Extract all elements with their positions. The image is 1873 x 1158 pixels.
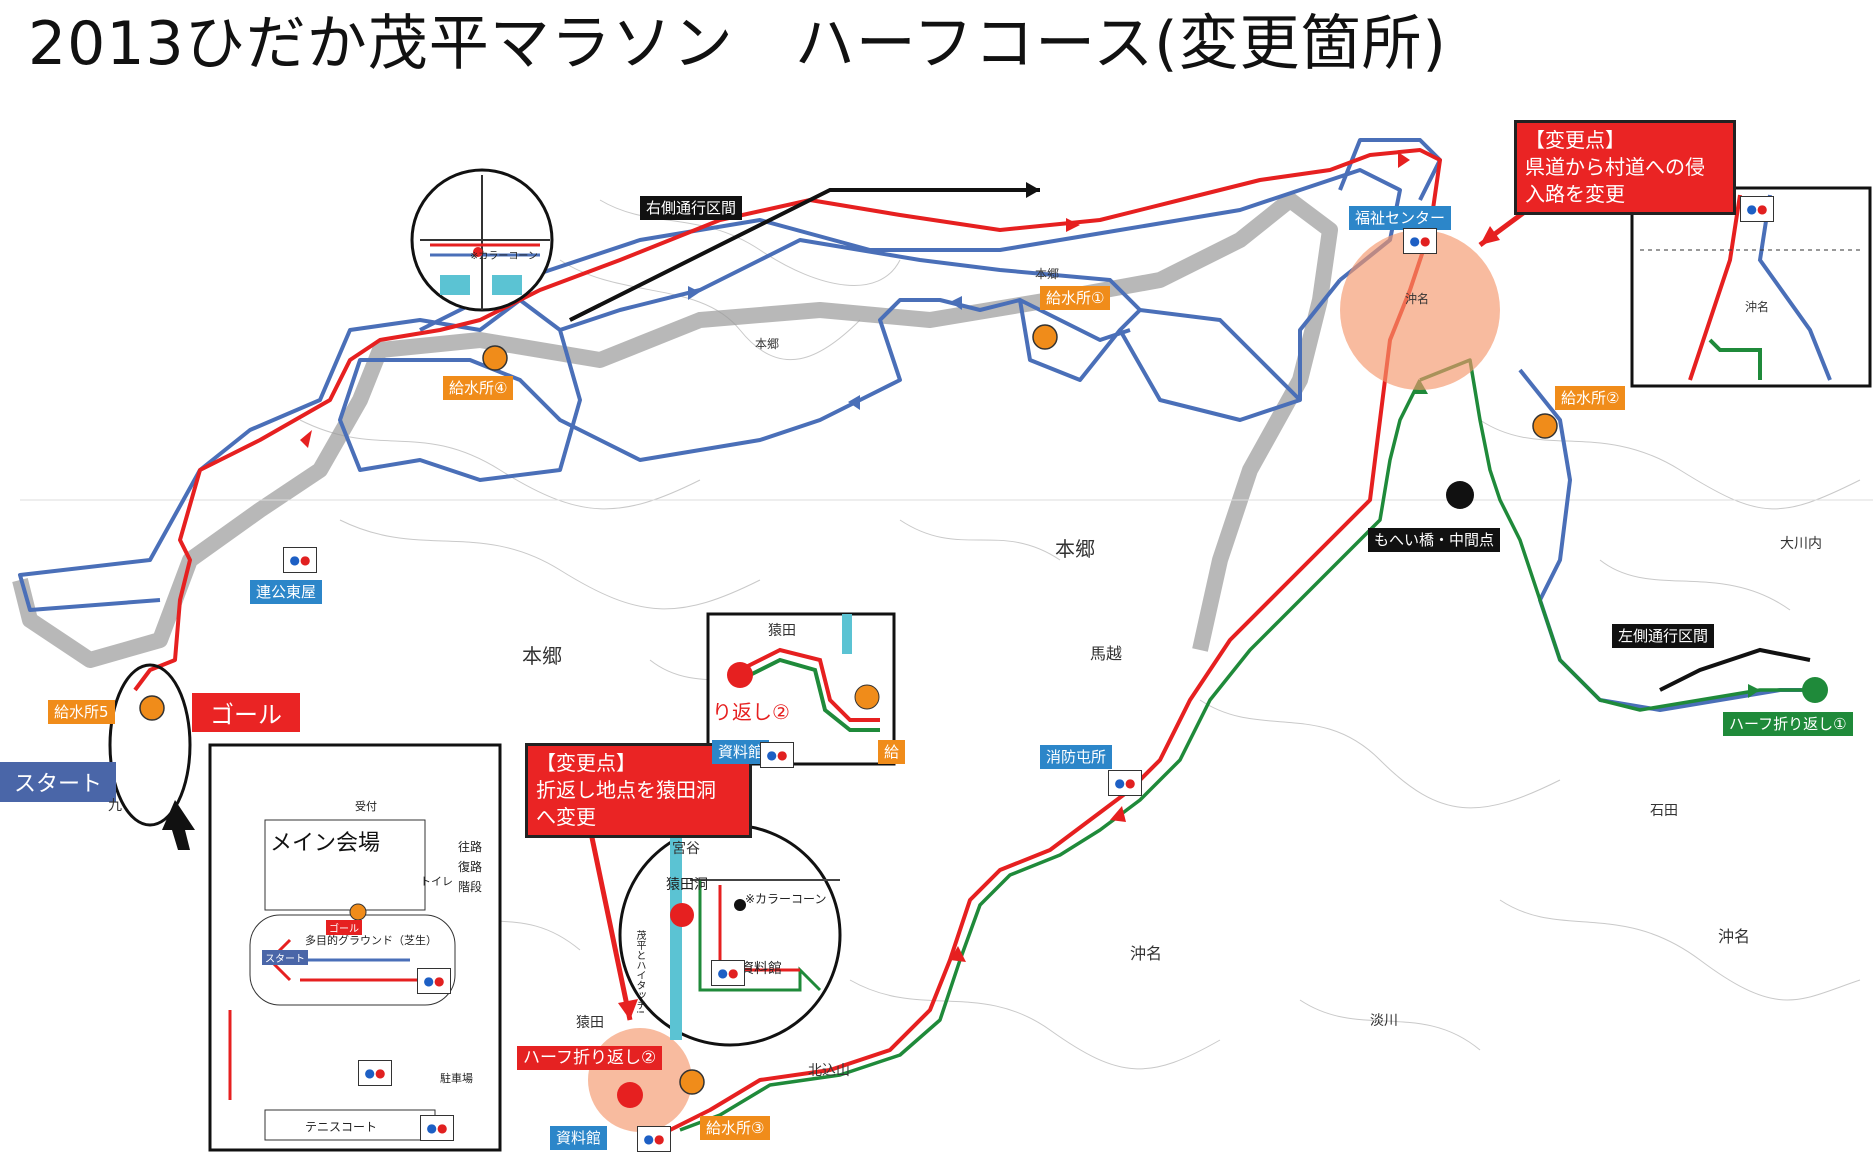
half-turn2-marker xyxy=(617,1082,643,1108)
fire-station-label: 消防屯所 xyxy=(1040,745,1113,769)
toilet-icon: ●● xyxy=(1403,228,1437,254)
page-title: 2013ひだか茂平マラソン ハーフコース(変更箇所) xyxy=(28,9,1447,79)
toilet-icon: ●● xyxy=(417,968,451,994)
change-point-1: 【変更点】 県道から村道への侵 入路を変更 xyxy=(1514,120,1736,215)
aid4-label: 給水所④ xyxy=(443,376,514,400)
place-hongo: 本郷 xyxy=(1035,267,1060,281)
toilet-icon: ●● xyxy=(1108,770,1142,796)
change-zone-1 xyxy=(1340,230,1500,390)
tennis-court-label: テニスコート xyxy=(305,1120,378,1134)
place-hongo: 本郷 xyxy=(522,644,562,668)
change-point-1-line2: 入路を変更 xyxy=(1525,182,1625,206)
change-point-1-line1: 県道から村道への侵 xyxy=(1525,155,1705,179)
inset-start-label: スタート xyxy=(262,950,308,965)
toilet-icon: ●● xyxy=(1740,196,1774,222)
toilet-icon: ●● xyxy=(420,1115,454,1141)
color-cone-label-2: ※カラーコーン xyxy=(470,251,538,262)
inset-circle-archive-label: 資料館 xyxy=(740,961,782,977)
red-route xyxy=(133,148,1442,1132)
place-sabukawa: 淡川 xyxy=(1370,1013,1398,1029)
welfare-center-label: 福祉センター xyxy=(1349,206,1452,230)
place-hongo: 本郷 xyxy=(1055,537,1095,561)
inset-main-venue xyxy=(208,743,502,1152)
place-okina: 沖名 xyxy=(1405,292,1430,306)
archive-label: 資料館 xyxy=(550,1126,608,1150)
inset-goal-label: ゴール xyxy=(326,920,362,935)
change-point-1-heading: 【変更点】 xyxy=(1525,128,1625,152)
color-cone-label: ※カラーコーン xyxy=(745,892,827,906)
legend-out-label: 往路 xyxy=(458,840,483,854)
toilet-icon: ●● xyxy=(760,742,794,768)
place-kitakomiyama: 北込山 xyxy=(808,1063,850,1079)
green-route xyxy=(679,358,1820,1132)
place-kyu: 九 xyxy=(108,798,122,814)
place-magoe: 馬越 xyxy=(1090,644,1123,663)
place-okawauchi: 大川内 xyxy=(1780,536,1822,552)
aid3-label: 給水所③ xyxy=(700,1116,771,1140)
inset-archive-label: 資料館 xyxy=(712,740,770,764)
toilet-icon: ●● xyxy=(358,1060,392,1086)
inset-archive-circle xyxy=(618,823,842,1047)
place-hongo: 本郷 xyxy=(755,337,780,351)
right-side-section-bracket xyxy=(569,188,1040,322)
place-okina: 沖名 xyxy=(1130,944,1163,963)
place-okina: 沖名 xyxy=(1718,927,1751,946)
place-ishida: 石田 xyxy=(1650,803,1678,819)
midpoint-label: もへい橋・中間点 xyxy=(1368,528,1501,552)
aid1-label: 給水所① xyxy=(1040,286,1111,310)
legend-stairs-label: 階段 xyxy=(458,880,483,894)
multi-ground-label: 多目的グラウンド（芝生） xyxy=(305,934,437,947)
toilet-label: トイレ xyxy=(420,875,453,888)
aid-station-markers xyxy=(139,324,1558,1095)
toilet-icon: ●● xyxy=(283,547,317,573)
inset-aid-label: 給 xyxy=(878,740,906,764)
place-okina: 沖名 xyxy=(1745,300,1770,314)
left-side-section-bracket xyxy=(1659,647,1811,692)
place-saruta: 猿田 xyxy=(576,1015,604,1031)
half-turn1-label: ハーフ折り返し① xyxy=(1723,712,1853,736)
blue-route xyxy=(18,138,1820,712)
sarutabora-label: 猿田洞 xyxy=(666,877,708,893)
change-point-2-line1: 折返し地点を猿田洞 xyxy=(536,778,716,802)
place-miyatani: 宮谷 xyxy=(672,841,700,857)
place-saruta: 猿田 xyxy=(768,623,796,639)
inset-turn2-label: り返し② xyxy=(712,700,790,724)
community-hall-label: 連公東屋 xyxy=(250,580,323,604)
toilet-icon: ●● xyxy=(637,1126,671,1152)
half-turn1-marker xyxy=(1802,677,1828,703)
midpoint-marker xyxy=(1446,481,1474,509)
change-zone-2 xyxy=(588,1028,692,1132)
direction-arrows xyxy=(300,152,1410,962)
toilet-icon: ●● xyxy=(711,960,745,986)
reception-label: 受付 xyxy=(355,800,377,813)
aid5-label: 給水所5 xyxy=(48,700,115,724)
main-venue-title: メイン会場 xyxy=(270,831,381,856)
goal-label: ゴール xyxy=(192,693,300,732)
parking-label: 駐車場 xyxy=(440,1072,473,1085)
right-side-section-label: 右側通行区間 xyxy=(640,196,743,220)
left-side-section-label: 左側通行区間 xyxy=(1612,624,1715,648)
legend-back-label: 復路 xyxy=(458,860,483,874)
start-label: スタート xyxy=(0,762,117,802)
change-point-2-heading: 【変更点】 xyxy=(536,751,636,775)
mohei-haitatch-label: 茂平とハイタッチ! xyxy=(634,930,645,1015)
half-turn2-label: ハーフ折り返し② xyxy=(517,1046,663,1070)
change-point-2-line2: へ変更 xyxy=(536,805,596,829)
aid2-label: 給水所② xyxy=(1555,386,1626,410)
